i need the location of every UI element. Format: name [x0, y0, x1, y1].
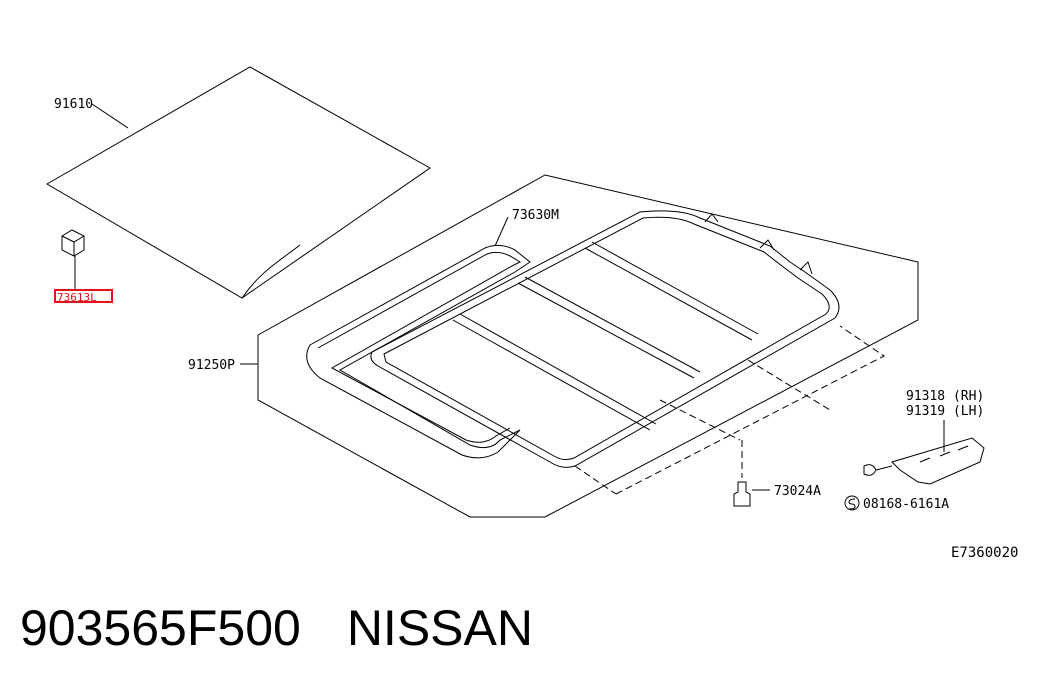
label-73024A: 73024A [774, 484, 821, 499]
frame-outline [240, 174, 919, 518]
diagram-code: E7360020 [951, 545, 1018, 561]
label-73613L: 73613L [57, 291, 97, 304]
label-91319: 91319 (LH) [906, 404, 984, 419]
parts-diagram: 91610 73613L 91250P 73630M [46, 66, 1018, 561]
small-part-cube [61, 229, 85, 290]
highlight-box [54, 289, 113, 303]
bolt-symbol [844, 495, 860, 511]
seal-ring [306, 216, 531, 459]
part-caption: 903565F500 NISSAN [20, 598, 1020, 668]
clip-part [733, 481, 770, 507]
bracket-part [863, 420, 985, 485]
label-91610: 91610 [54, 97, 93, 112]
label-73630M: 73630M [512, 208, 559, 223]
label-91250P: 91250P [188, 358, 235, 373]
brand-name: NISSAN [346, 600, 533, 656]
label-91318: 91318 (RH) [906, 389, 984, 404]
glass-panel [46, 66, 431, 299]
label-08168-6161A: 08168-6161A [863, 497, 949, 512]
guide-lines [574, 325, 885, 495]
sunshade-panel [370, 210, 840, 468]
part-number: 903565F500 [20, 600, 301, 656]
